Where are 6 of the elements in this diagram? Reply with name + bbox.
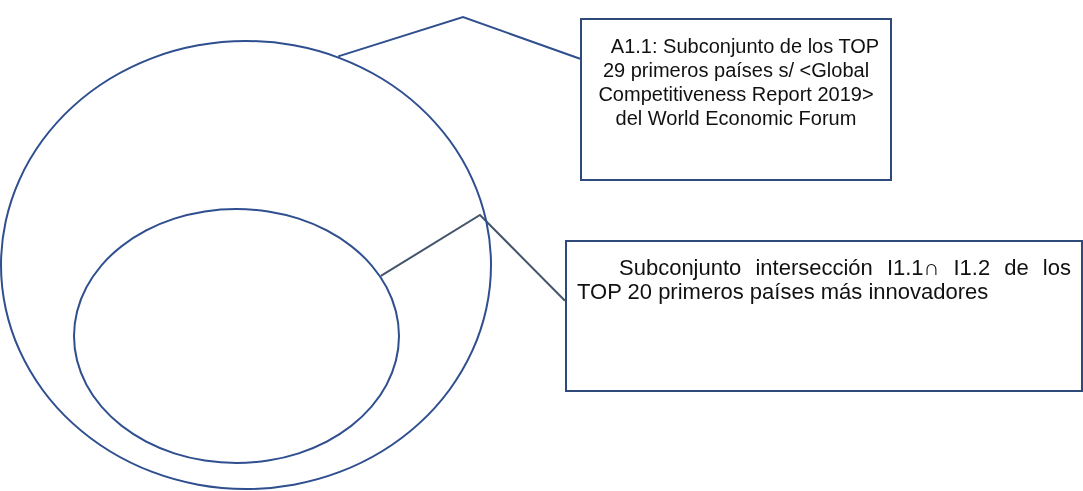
outer-circle — [0, 40, 492, 490]
inner-circle — [73, 208, 400, 464]
callout-box: A1.1: Subconjunto de los TOP 29 primeros países s/ <Global Competitiveness Report 2019> del World Economic Forum — [580, 18, 892, 181]
leader-line — [379, 213, 566, 302]
leader-line — [337, 15, 581, 60]
callout-box: Subconjunto intersección I1.1∩ I1.2 de los TOP 20 primeros países más innovadores — [565, 240, 1083, 392]
